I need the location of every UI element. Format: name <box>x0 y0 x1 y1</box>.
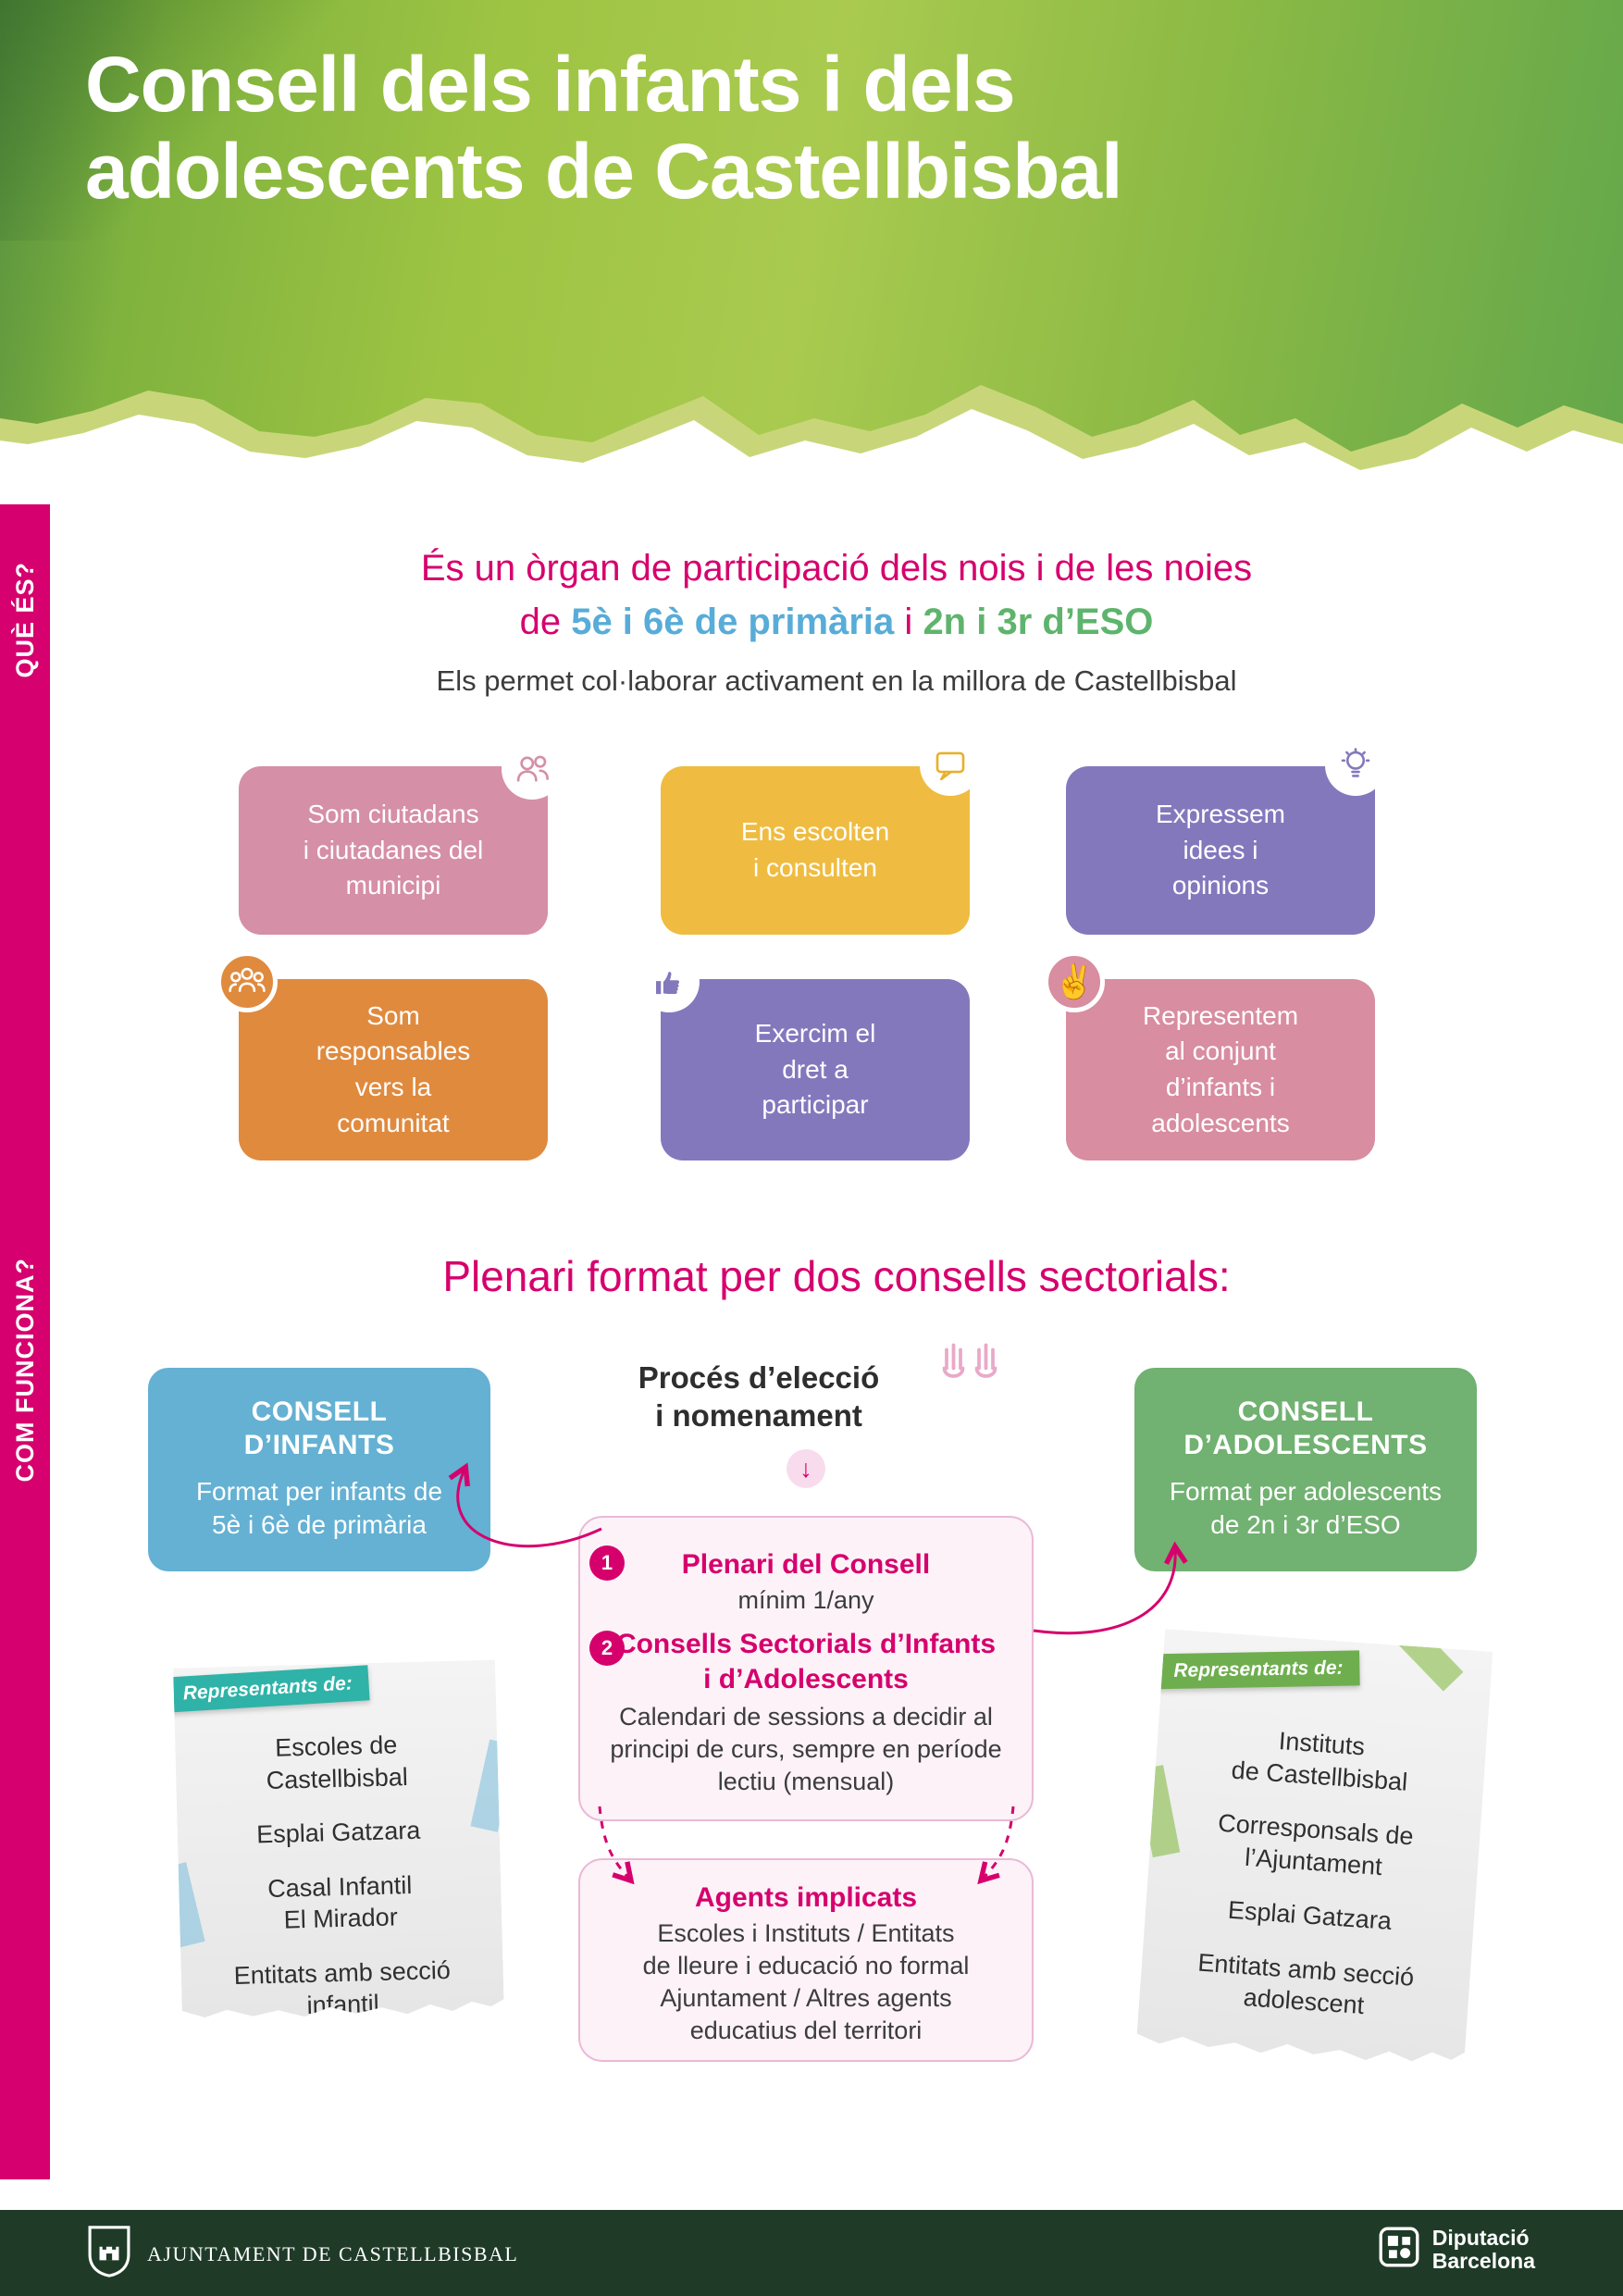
consell-adolescents-body: Format per adolescents de 2n i 3r d’ESO <box>1169 1477 1443 1540</box>
note-representants-adolescents: Representants de: Instituts de Castellbi… <box>1136 1629 1493 2069</box>
card-label: Som ciutadans i ciutadanes del municipi <box>303 800 484 900</box>
plenari-item2-body: Calendari de sessions a decidir al princ… <box>610 1703 1002 1796</box>
note-left-items: Escoles de Castellbisbal Esplai Gatzara … <box>175 1726 504 2025</box>
proces-eleccio-title: Procés d’elecció i nomenament <box>638 1360 880 1433</box>
speech-bubble-icon <box>920 735 981 796</box>
section2-title: Plenari format per dos consells sectoria… <box>442 1252 1231 1300</box>
sidebar-label-com-funciona: COM FUNCIONA? <box>10 1257 39 1483</box>
card-expressem-idees: Expressem idees i opinions <box>1066 735 1386 935</box>
arrow-down-icon: ↓ <box>787 1449 825 1488</box>
agents-implicats-box: Agents implicats Escoles i Instituts / E… <box>578 1858 1034 2062</box>
plenari-item1-title: Plenari del Consell <box>681 1549 931 1580</box>
card-label: Representem al conjunt d’infants i adole… <box>1142 1000 1299 1137</box>
note-right-label: Representants de: <box>1157 1650 1360 1689</box>
sidebar-bar <box>0 504 50 2179</box>
footer: AJUNTAMENT DE CASTELLBISBAL Diputació Ba… <box>0 2210 1623 2296</box>
sidebar-label-que-es: QUÈ ÉS? <box>10 562 39 678</box>
page-title: Consell dels infants i dels adolescents … <box>85 41 1122 216</box>
intro-i: i <box>904 602 913 642</box>
sidebar-section-com-funciona: COM FUNCIONA? <box>0 1240 50 1499</box>
tape-strip <box>1381 1608 1463 1692</box>
diputacio-line2: Barcelona <box>1431 2248 1535 2273</box>
card-label: Ens escolten i consulten <box>740 817 890 882</box>
intro-line2: de 5è i 6è de primària i 2n i 3r d’ESO <box>50 602 1623 643</box>
ajuntament-shield-icon <box>88 2225 130 2283</box>
step-2-badge: 2 <box>589 1631 625 1666</box>
community-icon <box>217 951 278 1012</box>
card-exercim-dret: Exercim el dret a participar <box>638 951 970 1160</box>
note-right-items: Instituts de Castellbisbal Corresponsals… <box>1139 1717 1487 2029</box>
raised-hands-icon <box>933 1336 1007 1391</box>
consell-infants-box: CONSELL D’INFANTS Format per infants de … <box>148 1368 490 1571</box>
card-ens-escolten: Ens escolten i consulten <box>661 735 981 935</box>
consell-infants-title: CONSELL D’INFANTS <box>243 1396 395 1460</box>
card-label: Expressem idees i opinions <box>1155 800 1286 900</box>
note-left-label: Representants de: <box>166 1665 370 1712</box>
plenari-box: 1 Plenari del Consell mínim 1/any 2 Cons… <box>578 1516 1034 1821</box>
intro-de: de <box>519 602 562 642</box>
intro-line3: Els permet col·laborar activament en la … <box>436 664 1237 697</box>
diputacio-logo-block: Diputació Barcelona <box>1379 2227 1535 2273</box>
list-item: Corresponsals de l’Ajuntament <box>1217 1808 1415 1880</box>
list-item: Entitats amb secció adolescent <box>1196 1948 1416 2020</box>
diputacio-text: Diputació Barcelona <box>1432 2227 1535 2273</box>
plenari-item2-title: Consells Sectorials d’Infants i d’Adoles… <box>615 1629 997 1694</box>
diputacio-mosaic-icon <box>1379 2227 1419 2272</box>
agents-body: Escoles i Instituts / Entitats de lleure… <box>642 1919 970 2045</box>
diputacio-line1: Diputació <box>1431 2226 1530 2250</box>
list-item: Esplai Gatzara <box>1227 1895 1393 1936</box>
thumbs-up-icon <box>638 951 700 1012</box>
card-som-responsables: Som responsables vers la comunitat <box>217 951 548 1160</box>
citizens-icon <box>502 738 563 800</box>
card-som-ciutadans: Som ciutadans i ciutadanes del municipi <box>239 738 563 935</box>
list-item: Escoles de Castellbisbal <box>266 1731 409 1794</box>
intro-primaria: 5è i 6è de primària <box>571 602 895 642</box>
card-label: Exercim el dret a participar <box>754 1019 876 1120</box>
list-item: Esplai Gatzara <box>255 1816 421 1849</box>
intro-eso: 2n i 3r d’ESO <box>923 602 1154 642</box>
consell-adolescents-box: CONSELL D’ADOLESCENTS Format per adolesc… <box>1134 1368 1477 1571</box>
ajuntament-logo-block: AJUNTAMENT DE CASTELLBISBAL <box>88 2225 518 2283</box>
ajuntament-text: AJUNTAMENT DE CASTELLBISBAL <box>147 2241 519 2265</box>
list-item: Entitats amb secció infantil <box>233 1955 452 2020</box>
card-label: Som responsables vers la comunitat <box>316 1000 471 1137</box>
note-representants-infants: Representants de: Escoles de Castellbisb… <box>173 1660 504 2022</box>
agents-title: Agents implicats <box>694 1882 918 1913</box>
consell-adolescents-title: CONSELL D’ADOLESCENTS <box>1183 1396 1428 1460</box>
header-banner: Consell dels infants i dels adolescents … <box>0 0 1623 452</box>
list-item: Instituts de Castellbisbal <box>1230 1727 1409 1796</box>
peace-hand-icon: ✌ <box>1044 951 1105 1012</box>
sidebar-section-que-es: QUÈ ÉS? <box>0 514 50 726</box>
list-item: Casal Infantil El Mirador <box>266 1870 413 1934</box>
card-representem: ✌ Representem al conjunt d’infants i ado… <box>1044 951 1375 1160</box>
step-1-badge: 1 <box>589 1545 625 1581</box>
plenari-item1-body: mínim 1/any <box>737 1586 874 1614</box>
consell-infants-body: Format per infants de 5è i 6è de primàri… <box>195 1477 443 1540</box>
intro-line1: És un òrgan de participació dels nois i … <box>420 548 1253 589</box>
idea-icon <box>1325 735 1386 796</box>
